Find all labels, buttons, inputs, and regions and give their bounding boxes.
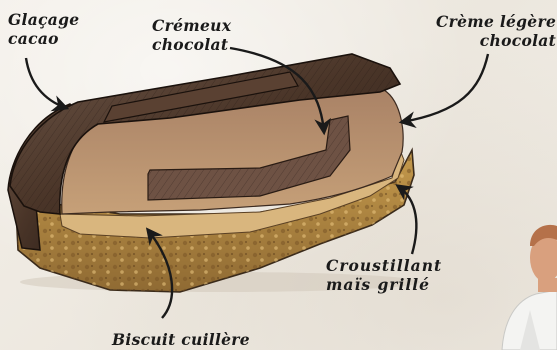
chef-photo: [502, 225, 557, 350]
label-glacage: Glaçage cacao: [8, 10, 79, 48]
label-croustillant: Croustillant maïs grillé: [326, 256, 442, 294]
label-cremeux-line1: Crémeux: [152, 16, 231, 35]
label-creme-legere: Crème légère chocolat: [436, 12, 556, 50]
arrow-glacage: [26, 58, 66, 108]
label-biscuit-line1: Biscuit cuillère: [112, 330, 250, 349]
arrow-creme: [402, 54, 488, 122]
label-croustillant-line1: Croustillant: [326, 256, 442, 275]
label-cremeux: Crémeux chocolat: [152, 16, 231, 54]
label-creme-legere-line1: Crème légère: [436, 12, 556, 31]
label-glacage-line2: cacao: [8, 29, 79, 48]
label-biscuit: Biscuit cuillère: [112, 330, 250, 349]
label-glacage-line1: Glaçage: [8, 10, 79, 29]
label-cremeux-line2: chocolat: [152, 35, 231, 54]
label-croustillant-line2: maïs grillé: [326, 275, 442, 294]
label-creme-legere-line2: chocolat: [436, 31, 556, 50]
